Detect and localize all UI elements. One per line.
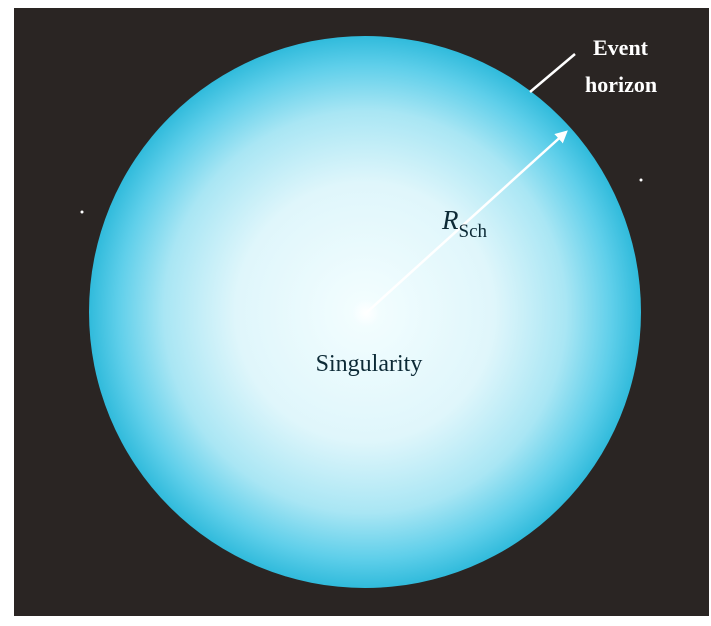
star-dot bbox=[80, 210, 84, 214]
event-horizon-label: Event horizon bbox=[585, 35, 657, 97]
radius-arrow bbox=[365, 130, 568, 314]
radius-subscript: Sch bbox=[459, 221, 488, 242]
radius-symbol: R bbox=[441, 205, 459, 235]
event-horizon-label-line2: horizon bbox=[585, 72, 657, 97]
schwarzschild-radius-label: RSch bbox=[441, 205, 488, 242]
diagram-canvas: Event horizon RSch Singularity bbox=[80, 35, 657, 588]
event-horizon-leader-line bbox=[529, 53, 576, 93]
event-horizon-label-line1: Event bbox=[593, 35, 649, 60]
singularity-label: Singularity bbox=[316, 351, 423, 377]
black-hole-diagram: Event horizon RSch Singularity bbox=[14, 8, 709, 616]
star-dot bbox=[639, 178, 643, 182]
